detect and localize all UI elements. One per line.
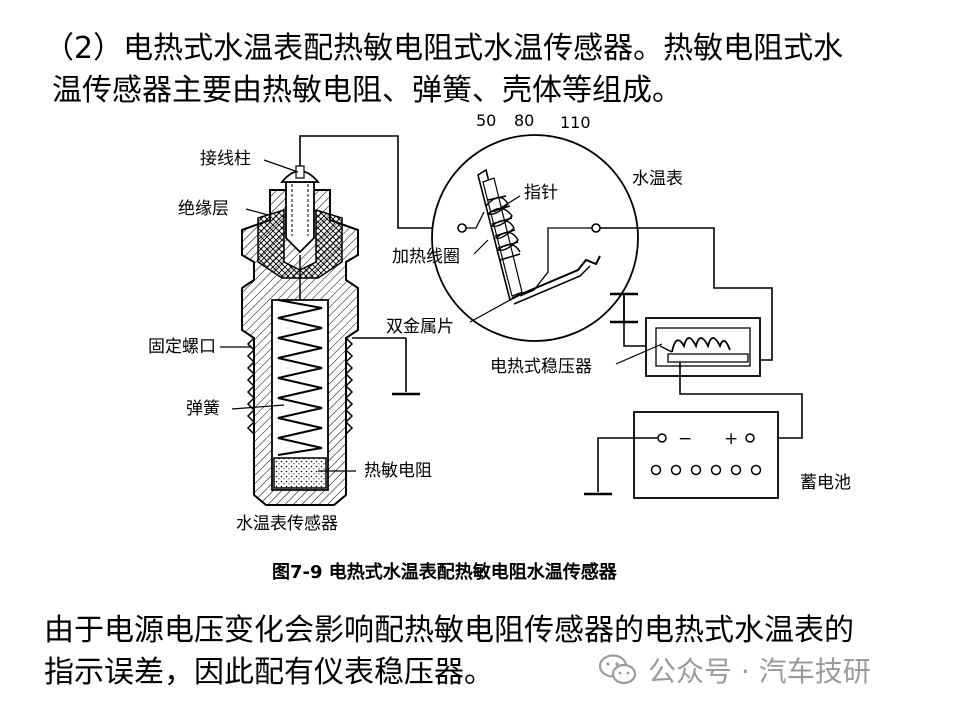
label-insulation: 绝缘层 [178,199,229,219]
battery-plus-sign: + [724,429,738,449]
label-regulator: 电热式稳压器 [490,357,592,377]
water-temp-gauge [431,134,639,342]
label-gauge-title: 水温表 [632,169,683,189]
scale-label-80: 80 [514,111,534,130]
battery-minus-sign: − [678,429,692,449]
scale-label-50: 50 [476,111,496,130]
body-paragraph: 由于电源电压变化会影响配热敏电阻传感器的电热式水温表的 指示误差，因此配有仪表稳… [44,610,924,694]
label-heating-coil: 加热线圈 [392,247,460,267]
body-line-2: 指示误差，因此配有仪表稳压器。 [44,655,494,690]
sensor-wire [299,135,458,229]
wechat-icon [598,654,637,685]
regulator-ground [610,292,646,347]
label-thermistor: 热敏电阻 [364,461,432,481]
heading-paragraph: （2）电热式水温表配热敏电阻式水温传感器。热敏电阻式水 温传感器主要由热敏电阻、… [44,28,924,112]
sensor-ground [352,337,420,396]
heading-line-1: （2）电热式水温表配热敏电阻式水温传感器。热敏电阻式水 [44,31,844,66]
regulator-leader-line [615,343,663,365]
body-line-1: 由于电源电压变化会影响配热敏电阻传感器的电热式水温表的 [44,613,854,648]
battery-ground [584,437,658,496]
label-thread: 固定螺口 [148,337,216,357]
spring-coil [277,299,323,456]
figure-caption: 图7-9 电热式水温表配热敏电阻水温传感器 [272,561,618,583]
regulator-to-battery-wire [679,362,803,439]
watermark-text: 公众号 · 汽车技研 [648,655,871,688]
gauge-to-regulator-wire [600,227,773,361]
voltage-regulator [645,317,761,377]
temperature-sensor [241,165,359,506]
sensor-leader-lines [220,159,356,472]
heading-line-2: 温传感器主要由热敏电阻、弹簧、壳体等组成。 [52,73,682,108]
battery [633,411,779,499]
label-spring: 弹簧 [186,399,220,419]
label-sensor-title: 水温表传感器 [236,514,338,534]
label-bimetal: 双金属片 [386,317,454,337]
label-battery: 蓄电池 [800,473,851,493]
label-pointer: 指针 [524,183,558,203]
thermistor-block [273,457,327,489]
gauge-leader-lines [469,195,521,323]
scale-label-110: 110 [560,113,591,132]
label-terminal: 接线柱 [200,149,251,169]
watermark: 公众号 · 汽车技研 [598,650,871,690]
